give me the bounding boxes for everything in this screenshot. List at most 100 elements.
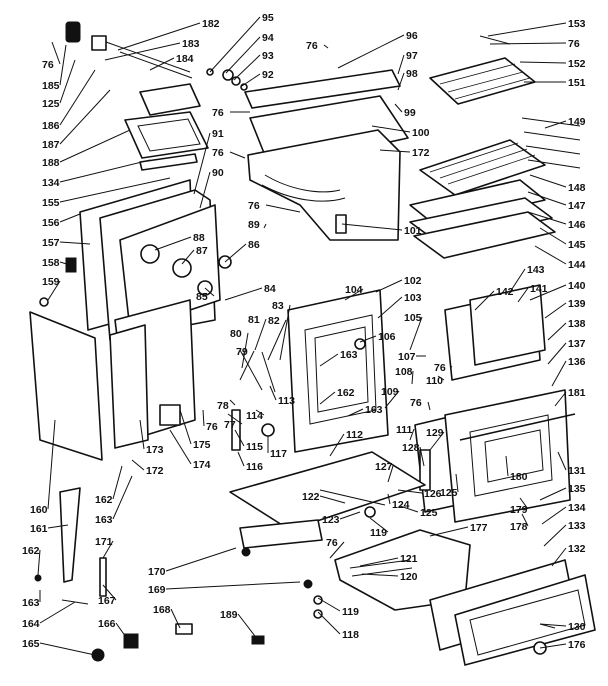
callout-174: 174 <box>169 429 211 471</box>
part-number: 129 <box>426 427 444 439</box>
bracket-186 <box>91 35 107 51</box>
callout-141: 141 <box>517 283 548 303</box>
callout-165: 165 <box>22 638 96 656</box>
callout-162: 162 <box>95 465 123 506</box>
part-number: 174 <box>193 459 211 471</box>
callout-125: 125 <box>440 473 459 499</box>
callout-117: 117 <box>267 436 287 460</box>
top-rail-96 <box>244 69 401 109</box>
part-number: 76 <box>42 59 54 71</box>
leader-line <box>319 495 346 504</box>
callout-103: 103 <box>377 292 422 319</box>
part-number: 80 <box>230 328 242 340</box>
part-number: 86 <box>248 239 260 251</box>
leader-line <box>557 451 567 471</box>
leader-line <box>361 573 399 577</box>
leader-line <box>329 433 345 457</box>
part-number: 182 <box>202 18 220 30</box>
leader-line <box>59 241 91 245</box>
handle-181 <box>459 413 576 441</box>
part-number: 170 <box>148 566 166 578</box>
part-number: 185 <box>42 80 60 92</box>
callout-181: 181 <box>554 387 586 407</box>
callout-169: 169 <box>148 581 301 596</box>
leader-line <box>474 290 495 311</box>
callout-151: 151 <box>524 77 586 89</box>
part-number: 85 <box>196 291 208 303</box>
part-number: 94 <box>262 32 274 44</box>
leader-line <box>521 513 529 527</box>
part-number: 95 <box>262 12 274 24</box>
callout-76: 76 <box>489 38 580 50</box>
callout-189: 189 <box>220 609 259 641</box>
leader-line <box>539 487 567 501</box>
leader-line <box>47 280 61 301</box>
callout-81: 81 <box>248 314 267 351</box>
callout-132: 132 <box>551 543 586 567</box>
part-number: 118 <box>342 629 359 641</box>
part-number: 162 <box>95 494 113 506</box>
callout-91: 91 <box>193 128 224 195</box>
callout-104: 104 <box>344 284 364 301</box>
callout-157: 157 <box>42 237 91 249</box>
part-number: 137 <box>568 338 586 350</box>
top-left-components <box>65 21 209 171</box>
callout-159: 159 <box>42 276 61 301</box>
leader-line <box>267 319 287 361</box>
screw-169a <box>241 547 251 557</box>
part-number: 136 <box>568 356 586 368</box>
leader-line <box>543 524 567 547</box>
leader-line <box>204 287 215 297</box>
leader-line <box>539 623 567 627</box>
callout-167: 167 <box>98 584 117 607</box>
part-number: 122 <box>302 491 320 503</box>
part-number: 139 <box>568 298 586 310</box>
callout-142: 142 <box>474 286 514 311</box>
screw-162 <box>34 574 42 582</box>
leader-line <box>202 409 205 427</box>
bottom-left-parts <box>34 487 265 662</box>
callout-140: 140 <box>529 280 586 301</box>
leader-line <box>229 399 236 406</box>
leader-line <box>519 497 529 510</box>
leader-line <box>509 268 526 293</box>
callout-188: 188 <box>42 129 131 169</box>
leader-line <box>539 643 567 649</box>
leader-line <box>544 302 567 319</box>
part-number: 173 <box>146 444 164 456</box>
leader-line <box>181 249 195 265</box>
leader-line <box>427 401 431 411</box>
callout-125: 125 <box>42 59 76 110</box>
leader-line <box>377 296 403 319</box>
callout-92: 92 <box>241 69 274 87</box>
leader-line <box>39 642 96 656</box>
callout-145: 145 <box>539 227 586 251</box>
range-main-body <box>206 68 409 241</box>
leader-line <box>139 419 145 450</box>
leader-line <box>527 191 567 206</box>
callout-180: 180 <box>505 455 528 483</box>
callout-153: 153 <box>487 18 586 37</box>
leader-line <box>344 288 364 301</box>
callout-158: 158 <box>42 257 71 269</box>
leader-line <box>59 177 171 203</box>
callout-184: 184 <box>149 53 194 71</box>
leader-line <box>487 22 567 37</box>
leader-line <box>397 72 405 91</box>
leader-line <box>399 505 419 513</box>
part-number: 76 <box>434 362 446 374</box>
part-number: 131 <box>568 465 586 477</box>
link-82 <box>261 351 276 393</box>
callout-152: 152 <box>519 58 586 70</box>
rod-167 <box>99 557 107 597</box>
left-cabinet-front <box>29 299 276 461</box>
leader-line <box>534 245 567 265</box>
screw-118 <box>313 609 323 619</box>
part-number: 187 <box>42 139 60 151</box>
callout-79: 79 <box>236 346 255 381</box>
callout-185: 185 <box>42 44 67 92</box>
callout-76: 76 <box>248 200 301 213</box>
drawer-panel-133 <box>454 574 596 666</box>
leader-line <box>254 318 267 351</box>
leader-line <box>409 428 415 441</box>
